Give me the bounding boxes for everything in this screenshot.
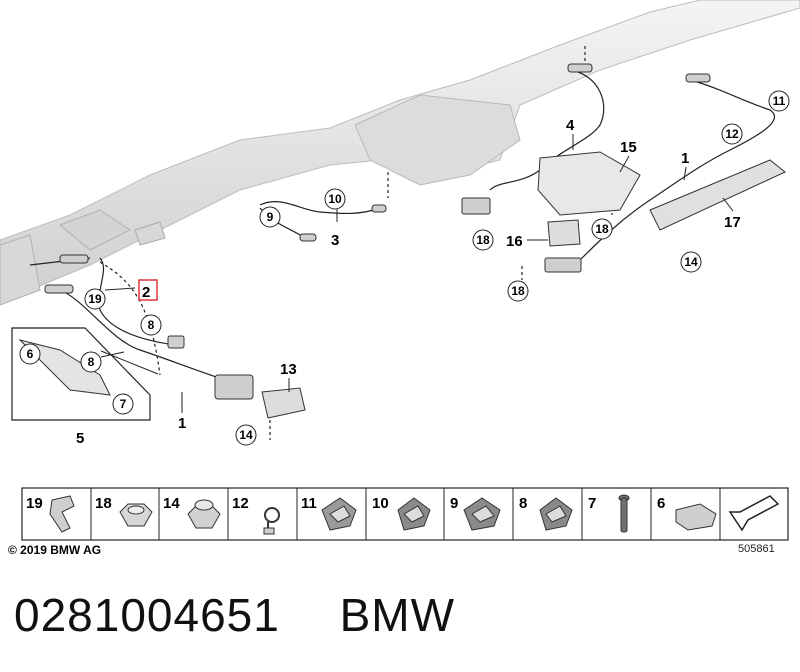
svg-text:6: 6 xyxy=(657,495,665,512)
leader-lines xyxy=(100,134,734,413)
hex-nut-icon xyxy=(119,503,153,527)
legend-item-arrow xyxy=(728,495,780,532)
callout-17: 17 xyxy=(724,214,741,231)
callout-5: 5 xyxy=(76,430,84,447)
legend-item-10: 10 xyxy=(372,495,431,531)
detail-inset-frame xyxy=(11,327,151,421)
legend-item-6: 6 xyxy=(657,495,717,531)
callout-circle-6: 6 xyxy=(19,343,41,365)
legend-item-19: 19 xyxy=(26,495,75,533)
circled-callouts: 9 10 11 12 18 18 18 14 19 8 6 8 7 14 xyxy=(19,90,790,446)
arrow-indicator-icon xyxy=(728,495,780,532)
cable-holder-icon xyxy=(397,497,431,531)
svg-text:10: 10 xyxy=(372,495,389,512)
svg-text:18: 18 xyxy=(476,233,490,247)
brand-name: BMW xyxy=(339,589,456,641)
svg-text:8: 8 xyxy=(148,318,155,332)
callout-circle-9: 9 xyxy=(259,206,281,228)
svg-text:19: 19 xyxy=(88,292,102,306)
highlight-box xyxy=(138,279,158,301)
callout-labels: 4 15 1 16 17 3 2 5 1 13 xyxy=(76,117,741,447)
callout-circle-14b: 14 xyxy=(235,424,257,446)
svg-text:14: 14 xyxy=(684,255,698,269)
legend-item-18: 18 xyxy=(95,495,153,527)
svg-text:18: 18 xyxy=(595,222,609,236)
exhaust-system-illustration xyxy=(0,0,800,306)
legend-item-7: 7 xyxy=(588,494,630,533)
part-caption: 0281004651 BMW xyxy=(14,588,455,642)
bracket-clip-icon xyxy=(49,495,75,533)
svg-text:14: 14 xyxy=(163,495,180,512)
callout-circle-8a: 8 xyxy=(140,314,162,336)
cable-holder-icon xyxy=(463,497,501,531)
clip-sleeve-icon xyxy=(675,503,717,531)
svg-text:9: 9 xyxy=(267,210,274,224)
callout-circle-11: 11 xyxy=(768,90,790,112)
legend-item-14: 14 xyxy=(163,495,221,529)
callout-circle-18c: 18 xyxy=(507,280,529,302)
svg-text:7: 7 xyxy=(120,397,127,411)
callout-2: 2 xyxy=(142,284,150,301)
svg-text:18: 18 xyxy=(95,495,112,512)
callout-circle-12: 12 xyxy=(721,123,743,145)
callout-15: 15 xyxy=(620,139,637,156)
callout-16: 16 xyxy=(506,233,523,250)
svg-text:8: 8 xyxy=(519,495,527,512)
svg-text:6: 6 xyxy=(27,347,34,361)
copyright-text: © 2019 BMW AG xyxy=(8,543,102,557)
expanding-rivet-icon xyxy=(618,494,630,533)
svg-text:11: 11 xyxy=(773,94,786,108)
callout-circle-19: 19 xyxy=(84,288,106,310)
callout-13: 13 xyxy=(280,361,297,378)
legend-item-11: 11 xyxy=(301,495,357,531)
hex-collar-nut-icon xyxy=(187,499,221,529)
callout-circle-7: 7 xyxy=(112,393,134,415)
cable-holder-icon xyxy=(321,497,357,531)
legend-strip: 19 18 14 12 xyxy=(21,487,789,541)
svg-text:18: 18 xyxy=(511,284,525,298)
legend-item-9: 9 xyxy=(450,495,501,531)
svg-text:19: 19 xyxy=(26,495,43,512)
callout-circle-14a: 14 xyxy=(680,251,702,273)
svg-text:11: 11 xyxy=(301,495,317,512)
legend-item-12: 12 xyxy=(232,495,280,535)
svg-text:12: 12 xyxy=(232,495,249,512)
svg-text:7: 7 xyxy=(588,495,596,512)
callout-circle-18a: 18 xyxy=(472,229,494,251)
legend-item-8: 8 xyxy=(519,495,573,531)
svg-text:14: 14 xyxy=(239,428,253,442)
svg-text:12: 12 xyxy=(725,127,739,141)
sensor-connectors xyxy=(18,63,786,419)
callout-4: 4 xyxy=(566,117,575,134)
callout-circle-10: 10 xyxy=(324,188,346,210)
callout-1-lower: 1 xyxy=(178,415,186,432)
callout-1: 1 xyxy=(681,150,689,167)
cable-holder-icon xyxy=(539,497,573,531)
svg-text:8: 8 xyxy=(88,355,95,369)
ring-clip-icon xyxy=(263,507,280,535)
document-number: 505861 xyxy=(738,543,775,555)
part-number: 0281004651 xyxy=(14,589,280,641)
svg-text:10: 10 xyxy=(328,192,342,206)
callout-circle-18b: 18 xyxy=(591,218,613,240)
svg-text:9: 9 xyxy=(450,495,458,512)
callout-3: 3 xyxy=(331,232,339,249)
callout-circle-8b: 8 xyxy=(80,351,102,373)
